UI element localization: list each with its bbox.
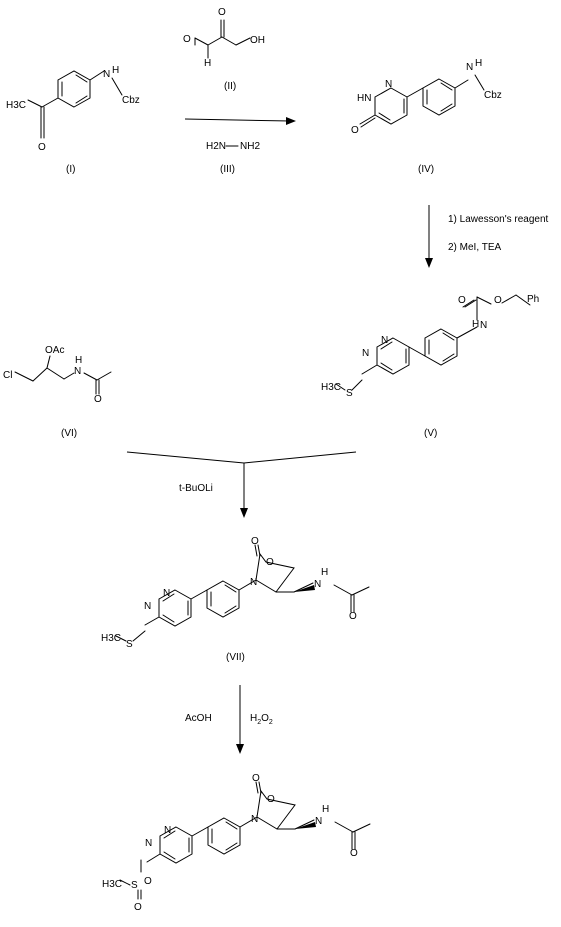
atom-o: O — [218, 7, 226, 18]
atom-o: O — [38, 142, 46, 153]
atom-o: O — [350, 848, 358, 859]
atom-h: H — [75, 355, 82, 366]
atom-n: N — [74, 366, 81, 377]
compound-label-II: (II) — [224, 81, 236, 92]
atom-s: S — [131, 880, 138, 891]
atom-n: N — [144, 601, 151, 612]
atom-n: N — [250, 577, 257, 588]
atom-n: N — [381, 335, 388, 346]
compound-II: O OH O H (II) — [183, 7, 265, 92]
atom-n: N — [480, 320, 487, 331]
compound-final: O O N N H O N N H3C S O O — [102, 773, 371, 913]
atom-h2n: H2N — [206, 141, 226, 152]
atom-s: S — [126, 639, 133, 650]
compound-VI: OAc Cl N H O (VI) — [3, 345, 112, 439]
atom-o: O — [349, 611, 357, 622]
reagent-mei-tea: 2) MeI, TEA — [448, 242, 501, 253]
atom-h3c: H3C — [102, 879, 122, 890]
atom-h: H — [112, 65, 119, 76]
atom-n: N — [103, 69, 110, 80]
atom-o: O — [251, 536, 259, 547]
atom-n: N — [362, 348, 369, 359]
compound-III: H2N NH2 (III) — [206, 141, 260, 175]
atom-n: N — [315, 816, 322, 827]
atom-ph: Ph — [527, 294, 539, 305]
atom-o: O — [183, 34, 191, 45]
reagent-acoh: AcOH — [185, 713, 212, 724]
compound-label-IV: (IV) — [418, 164, 434, 175]
atom-n: N — [163, 588, 170, 599]
compound-V: O O Ph N H N N H3C S (V) — [321, 294, 539, 439]
atom-hn: HN — [357, 93, 371, 104]
atom-n: N — [164, 825, 171, 836]
atom-n: N — [314, 579, 321, 590]
compound-IV: HN N O N H Cbz (IV) — [351, 58, 502, 175]
atom-o: O — [351, 125, 359, 136]
compound-VII: O O N N H O N N H3C S (VII) — [101, 536, 370, 663]
atom-o: O — [267, 794, 275, 805]
atom-cbz: Cbz — [484, 90, 502, 101]
atom-n: N — [385, 79, 392, 90]
atom-h: H — [322, 804, 329, 815]
compound-label-I: (I) — [66, 164, 75, 175]
reaction-arrow-1 — [184, 117, 296, 125]
atom-s: S — [346, 388, 353, 399]
atom-n: N — [145, 838, 152, 849]
compound-label-VI: (VI) — [61, 428, 77, 439]
atom-h: H — [475, 58, 482, 69]
compound-label-III: (III) — [220, 164, 235, 175]
atom-o: O — [94, 394, 102, 405]
atom-h: H — [204, 58, 211, 69]
compound-label-VII: (VII) — [226, 652, 245, 663]
reagent-tbuoli: t-BuOLi — [179, 483, 213, 494]
reaction-arrow-2: 1) Lawesson's reagent 2) MeI, TEA — [425, 205, 549, 268]
atom-o: O — [134, 902, 142, 913]
atom-h: H — [321, 567, 328, 578]
atom-cbz: Cbz — [122, 95, 140, 106]
atom-oac: OAc — [45, 345, 64, 356]
compound-I: H3C O N H Cbz (I) — [6, 65, 140, 175]
atom-oh: OH — [250, 35, 265, 46]
atom-cl: Cl — [3, 370, 12, 381]
atom-h3c: H3C — [6, 100, 26, 111]
atom-o: O — [252, 773, 260, 784]
atom-o: O — [266, 557, 274, 568]
reagent-lawesson: 1) Lawesson's reagent — [448, 214, 549, 225]
reagent-h2o2: H2O2 — [250, 713, 273, 726]
reaction-arrow-4: AcOH H2O2 — [185, 685, 273, 754]
compound-label-V: (V) — [424, 428, 437, 439]
atom-o: O — [144, 876, 152, 887]
atom-h3c: H3C — [321, 382, 341, 393]
atom-n: N — [466, 62, 473, 73]
atom-h: H — [472, 319, 479, 330]
atom-nh2: NH2 — [240, 141, 260, 152]
atom-o: O — [458, 295, 466, 306]
reaction-arrow-3: t-BuOLi — [126, 451, 357, 518]
atom-h3c: H3C — [101, 633, 121, 644]
atom-n: N — [251, 814, 258, 825]
atom-o: O — [494, 295, 502, 306]
